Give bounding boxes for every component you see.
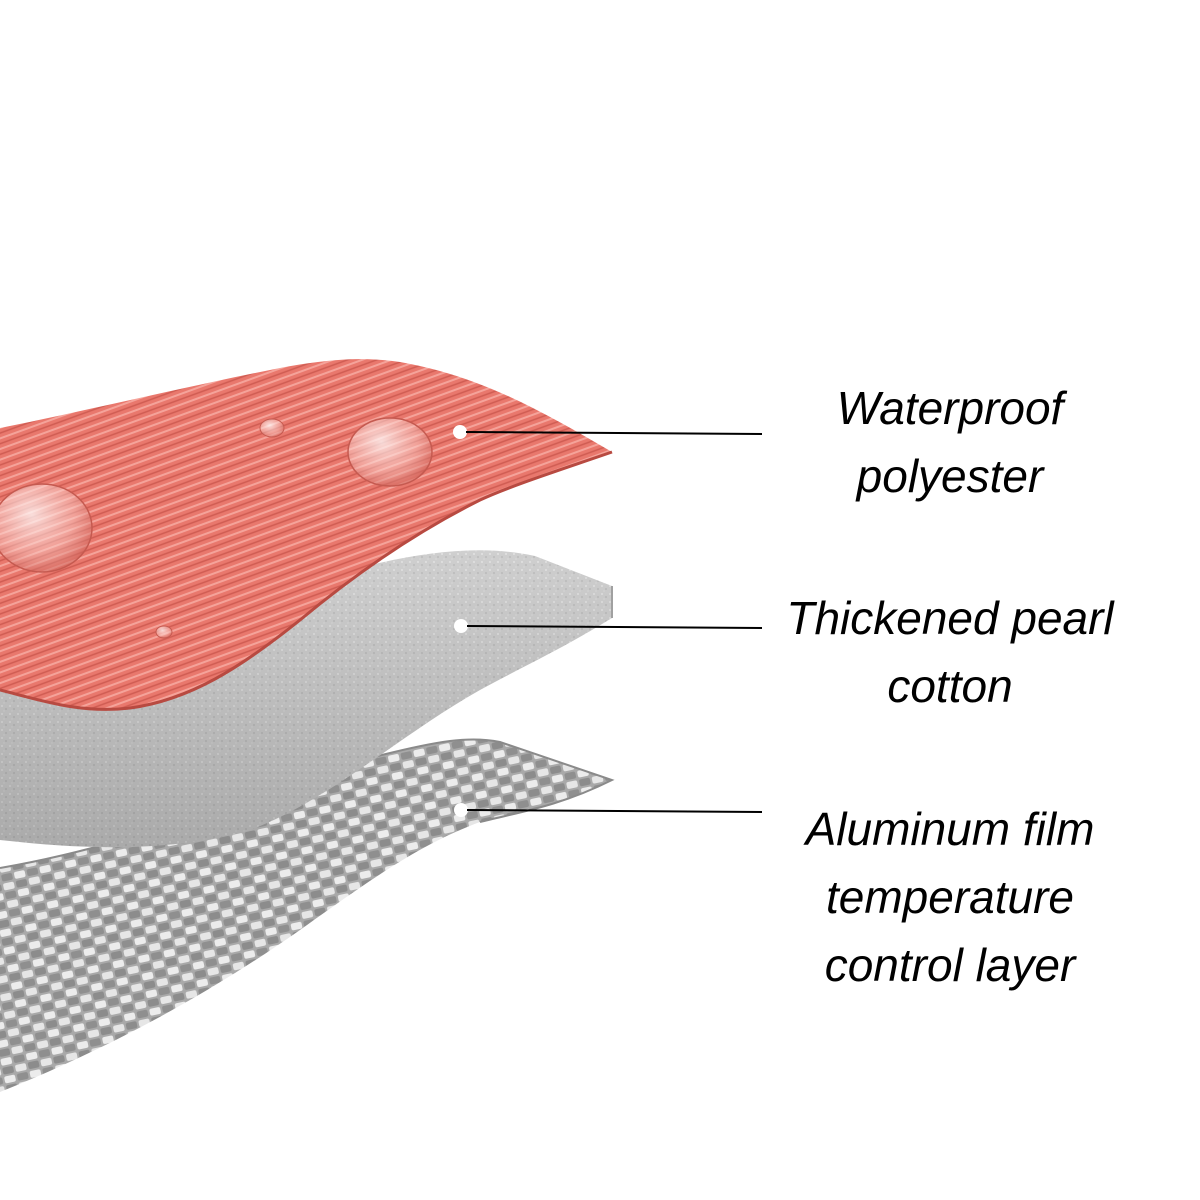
callout-pearl-cotton	[454, 619, 763, 633]
label-waterproof-polyester: Waterproof polyester	[740, 374, 1160, 510]
callout-line-aluminum-film	[466, 809, 763, 813]
label-thickened-pearl-cotton: Thickened pearl cotton	[740, 584, 1160, 720]
label-line: control layer	[824, 939, 1076, 991]
label-line: cotton	[887, 660, 1013, 712]
label-line: polyester	[856, 450, 1044, 502]
callout-polyester	[453, 425, 763, 439]
callout-dot-pearl-cotton	[454, 619, 468, 633]
label-aluminum-film: Aluminum film temperature control layer	[740, 795, 1160, 999]
polyester-layer	[0, 359, 613, 711]
label-line: Aluminum film	[805, 803, 1095, 855]
label-line: temperature	[825, 871, 1074, 923]
callout-aluminum-film	[454, 803, 763, 817]
label-line: Waterproof	[836, 382, 1064, 434]
callout-line-pearl-cotton	[466, 625, 763, 629]
callout-line-polyester	[465, 431, 763, 435]
label-line: Thickened pearl	[786, 592, 1114, 644]
callout-dot-polyester	[453, 425, 467, 439]
water-droplets	[0, 417, 433, 639]
callout-dot-aluminum-film	[454, 803, 468, 817]
